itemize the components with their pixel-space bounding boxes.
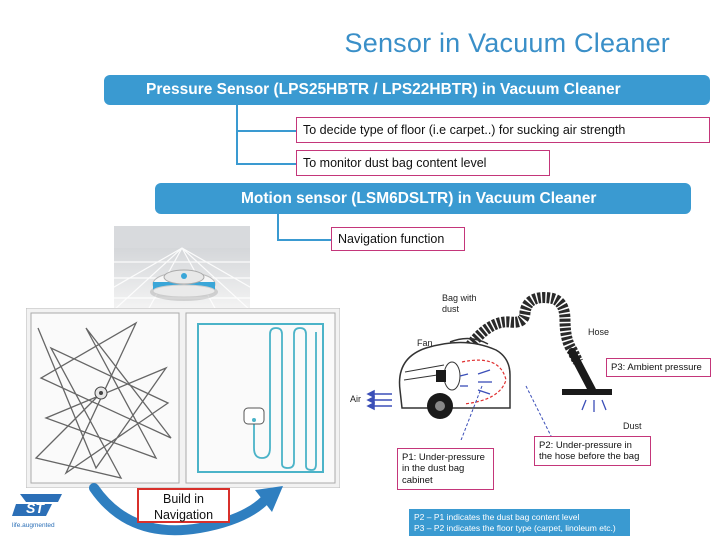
connector-line (236, 128, 298, 165)
pressure-legend: P2 – P1 indicates the dust bag content l… (409, 509, 630, 536)
floor-type-item: To decide type of floor (i.e carpet..) f… (296, 117, 710, 143)
p3-note: P3: Ambient pressure (606, 358, 711, 377)
dust-label: Dust (623, 421, 642, 431)
p1-note: P1: Under-pressure in the dust bag cabin… (397, 448, 494, 490)
build-in-arrow (89, 483, 283, 536)
navigation-function-item: Navigation function (331, 227, 465, 251)
motion-sensor-bar: Motion sensor (LSM6DSLTR) in Vacuum Clea… (155, 183, 691, 214)
legend-line2: P3 – P2 indicates the floor type (carpet… (414, 523, 616, 534)
st-logo-tagline: life.augmented (12, 522, 55, 529)
p1-note-line1: P1: Under-pressure (402, 452, 485, 463)
legend-line1: P2 – P1 indicates the dust bag content l… (414, 512, 580, 522)
st-logo: ST life.augmented (12, 492, 64, 529)
build-in-navigation-label: Build in Navigation (137, 488, 230, 523)
bag-label-line1: Bag with (442, 293, 477, 303)
pressure-sensor-bar: Pressure Sensor (LPS25HBTR / LPS22HBTR) … (104, 75, 710, 105)
p2-note-line2: the hose before the bag (539, 451, 640, 463)
hose-label: Hose (588, 327, 610, 337)
p2-note-line1: P2: Under-pressure in (539, 440, 632, 451)
vacuum-cleaner-diagram (366, 292, 612, 440)
p2-note: P2: Under-pressure in the hose before th… (534, 436, 651, 466)
build-label-line1: Build in (163, 492, 204, 506)
navigation-comparison-image (26, 308, 340, 488)
p1-note-line2: in the dust bag (402, 463, 465, 475)
st-logo-text: ST (26, 500, 45, 516)
air-label: Air (350, 394, 361, 404)
build-label-line2: Navigation (153, 507, 214, 522)
connector-line (236, 105, 298, 132)
dust-bag-item: To monitor dust bag content level (296, 150, 550, 176)
robot-vacuum-photo (114, 226, 250, 310)
fan-label: Fan (417, 338, 433, 348)
p1-note-line3: cabinet (402, 474, 433, 486)
connector-line (277, 214, 333, 241)
st-logo-mark: ST (12, 494, 62, 516)
bag-label: Bag with dust (442, 293, 477, 316)
bag-label-line2: dust (442, 304, 460, 315)
slide-title: Sensor in Vacuum Cleaner (344, 28, 670, 58)
